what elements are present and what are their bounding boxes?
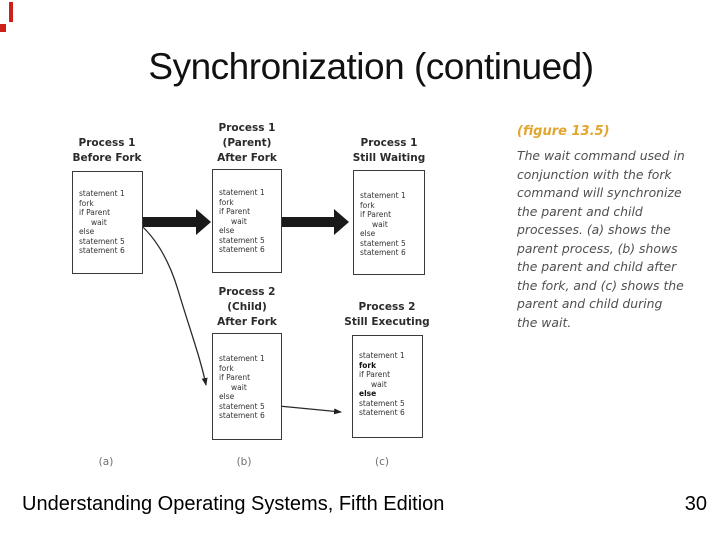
statement-line: statement 1 bbox=[219, 354, 265, 363]
statement-line: wait bbox=[372, 219, 388, 229]
statement-line: else bbox=[359, 389, 377, 398]
statement-line: if Parent bbox=[219, 207, 251, 216]
statement-line: statement 6 bbox=[219, 245, 265, 254]
statement-line: else bbox=[360, 229, 376, 238]
statement-line: wait bbox=[371, 379, 387, 389]
statement-line: if Parent bbox=[360, 210, 392, 219]
header-line: Process 2 bbox=[358, 301, 416, 313]
statement-line: statement 6 bbox=[219, 411, 265, 420]
header-line: Still Waiting bbox=[352, 152, 426, 164]
statement-line: fork bbox=[219, 363, 234, 373]
header-line: Process 1 bbox=[218, 122, 276, 134]
process-box-header-child: Process 2 (Child) After Fork bbox=[187, 285, 307, 330]
process-box-child: statement 1 fork if Parent wait else sta… bbox=[212, 333, 282, 440]
statement-line: fork bbox=[359, 360, 377, 370]
statement-line: else bbox=[79, 227, 95, 236]
process-box-c: statement 1 fork if Parent wait else sta… bbox=[353, 170, 425, 275]
red-corner-mark bbox=[9, 2, 13, 22]
caption-line: conjunction with the fork bbox=[517, 166, 672, 182]
figure-sublabel-b: (b) bbox=[236, 456, 252, 468]
caption-line: the fork, and (c) shows the bbox=[517, 277, 684, 293]
caption-line: parent process, (b) shows bbox=[517, 240, 678, 256]
statement-line: statement 6 bbox=[359, 408, 405, 417]
statement-line: if Parent bbox=[359, 370, 391, 379]
statement-line: statement 5 bbox=[219, 235, 265, 245]
statement-line: if Parent bbox=[219, 373, 251, 382]
process-box-a: statement 1 fork if Parent wait else sta… bbox=[72, 171, 143, 274]
figure-sublabel-a: (a) bbox=[98, 456, 114, 468]
caption-line: the wait. bbox=[517, 314, 572, 330]
process-box-b: statement 1 fork if Parent wait else sta… bbox=[212, 169, 282, 273]
caption-line: the parent and child after bbox=[517, 259, 677, 274]
statement-line: statement 5 bbox=[359, 398, 405, 408]
caption-line: the parent and child bbox=[517, 203, 643, 219]
process-box-d: statement 1 fork if Parent wait else sta… bbox=[352, 335, 423, 438]
flow-arrow-a-to-b bbox=[123, 209, 211, 235]
statement-line: statement 1 bbox=[360, 191, 406, 200]
header-line: Before Fork bbox=[72, 152, 142, 164]
footer-book-title: Understanding Operating Systems, Fifth E… bbox=[22, 493, 445, 515]
slide-page-number: 30 bbox=[684, 493, 707, 515]
statement-line: fork bbox=[360, 200, 375, 210]
statement-line: wait bbox=[231, 216, 247, 226]
statement-line: statement 5 bbox=[79, 236, 125, 246]
header-line: Still Executing bbox=[344, 316, 430, 328]
caption-line: command will synchronize bbox=[517, 185, 682, 200]
red-corner-mark bbox=[0, 24, 6, 32]
header-line: After Fork bbox=[217, 152, 277, 164]
statement-line: statement 1 bbox=[219, 188, 265, 197]
slide-title: Synchronization (continued) bbox=[148, 46, 594, 87]
header-line: Process 1 bbox=[78, 137, 136, 149]
process-box-header-a: Process 1 Before Fork bbox=[47, 136, 167, 166]
statement-line: wait bbox=[91, 217, 107, 227]
figure-caption: (figure 13.5) The wait command used in c… bbox=[517, 124, 687, 332]
header-line: Process 2 bbox=[218, 286, 276, 298]
statement-line: statement 1 bbox=[359, 351, 405, 360]
figure-caption-label: (figure 13.5) bbox=[517, 124, 610, 139]
statement-line: statement 5 bbox=[360, 238, 406, 248]
statement-line: fork bbox=[79, 198, 94, 208]
caption-line: The wait command used in bbox=[517, 148, 685, 163]
header-line: Process 1 bbox=[360, 137, 418, 149]
statement-line: else bbox=[219, 226, 235, 235]
process-box-header-b: Process 1 (Parent) After Fork bbox=[187, 121, 307, 166]
header-line: (Child) bbox=[227, 301, 267, 313]
statement-line: if Parent bbox=[79, 208, 111, 217]
header-line: (Parent) bbox=[222, 137, 272, 149]
statement-line: statement 5 bbox=[219, 401, 265, 411]
statement-line: statement 6 bbox=[360, 248, 406, 257]
flow-arrow-b-to-c bbox=[268, 209, 349, 235]
process-box-header-c: Process 1 Still Waiting bbox=[329, 136, 449, 166]
header-line: After Fork bbox=[217, 316, 277, 328]
statement-line: statement 6 bbox=[79, 246, 125, 255]
process-box-header-d: Process 2 Still Executing bbox=[327, 300, 447, 330]
statement-line: else bbox=[219, 392, 235, 401]
figure-sublabel-c: (c) bbox=[375, 456, 389, 468]
caption-line: parent and child during bbox=[517, 296, 663, 311]
statement-line: fork bbox=[219, 197, 234, 207]
caption-line: processes. (a) shows the bbox=[517, 222, 671, 237]
statement-line: statement 1 bbox=[79, 189, 125, 198]
statement-line: wait bbox=[231, 382, 247, 392]
